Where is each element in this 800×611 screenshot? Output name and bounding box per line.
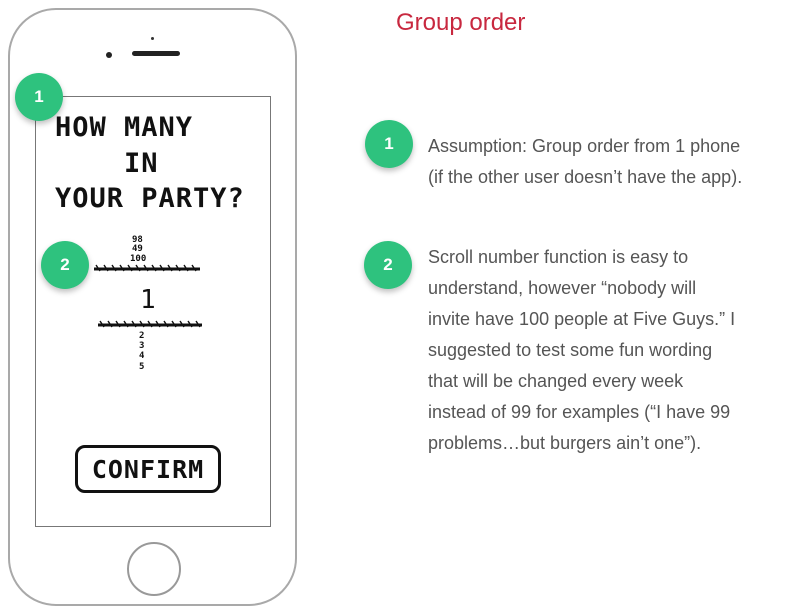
note-line: Assumption: Group order from 1 phone — [428, 136, 741, 156]
note-badge-1: 1 — [365, 120, 413, 168]
question-line-1: HOW MANY — [55, 112, 194, 143]
note-2: Scroll number function is easy to unders… — [428, 242, 788, 459]
note-badge-2: 2 — [364, 241, 412, 289]
note-line: understand, however “nobody will — [428, 278, 697, 298]
picker-below-numbers: 2 3 4 5 — [139, 331, 145, 372]
page-title: Group order — [396, 9, 526, 36]
picker-number: 3 — [139, 341, 144, 351]
picker-number: 5 — [139, 362, 144, 372]
number-picker[interactable]: 98 49 100 1 2 3 4 5 — [90, 234, 205, 374]
note-line: that will be changed every week — [428, 371, 684, 391]
confirm-button[interactable]: CONFIRM — [75, 445, 221, 493]
picker-number: 4 — [139, 351, 145, 361]
picker-bottom-hatch — [99, 320, 201, 328]
annotation-badge-2: 2 — [41, 241, 89, 289]
phone-speaker — [132, 51, 180, 56]
phone-sensor — [151, 37, 154, 40]
note-line: problems…but burgers ain’t one”). — [428, 433, 702, 453]
picker-number: 98 — [132, 235, 143, 245]
note-line: invite have 100 people at Five Guys.” I — [428, 309, 736, 329]
picker-number: 100 — [130, 254, 146, 264]
home-button[interactable] — [127, 542, 181, 596]
annotation-badge-1: 1 — [15, 73, 63, 121]
note-line: instead of 99 for examples (“I have 99 — [428, 402, 731, 422]
note-1: Assumption: Group order from 1 phone (if… — [428, 131, 788, 193]
picker-number: 2 — [139, 331, 144, 341]
question-line-2: IN — [124, 148, 159, 179]
question-line-3: YOUR PARTY? — [55, 183, 245, 214]
note-line: (if the other user doesn’t have the app)… — [428, 167, 743, 187]
note-line: suggested to test some fun wording — [428, 340, 713, 360]
picker-number: 49 — [132, 244, 143, 254]
picker-above-numbers: 98 49 100 — [130, 235, 146, 264]
camera-icon — [106, 52, 112, 58]
phone-mockup — [8, 8, 297, 606]
note-line: Scroll number function is easy to — [428, 247, 689, 267]
picker-top-hatch — [95, 264, 197, 272]
picker-selected-value: 1 — [140, 285, 156, 315]
